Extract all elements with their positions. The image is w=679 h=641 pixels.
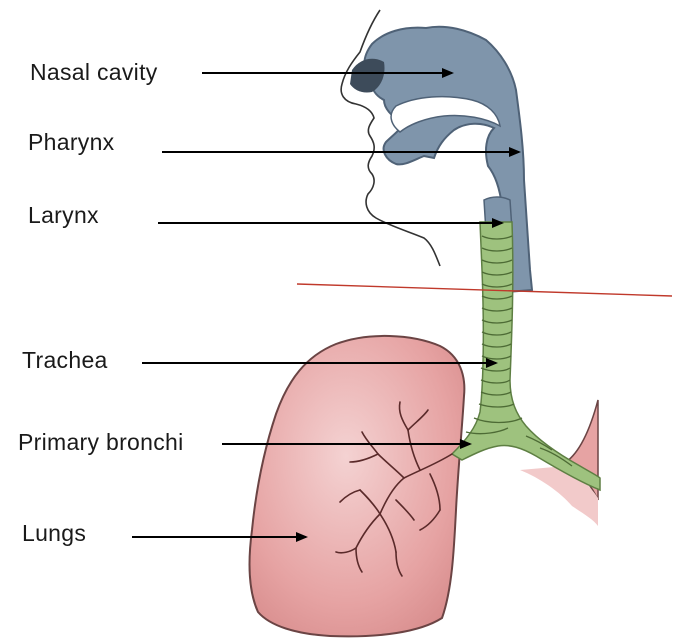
label-primary-bronchi: Primary bronchi [18, 429, 184, 455]
label-nasal-cavity: Nasal cavity [30, 59, 158, 85]
label-lungs: Lungs [22, 520, 86, 546]
label-larynx: Larynx [28, 202, 99, 228]
label-trachea: Trachea [22, 347, 108, 373]
lung-shape [250, 336, 465, 636]
label-pharynx: Pharynx [28, 129, 115, 155]
